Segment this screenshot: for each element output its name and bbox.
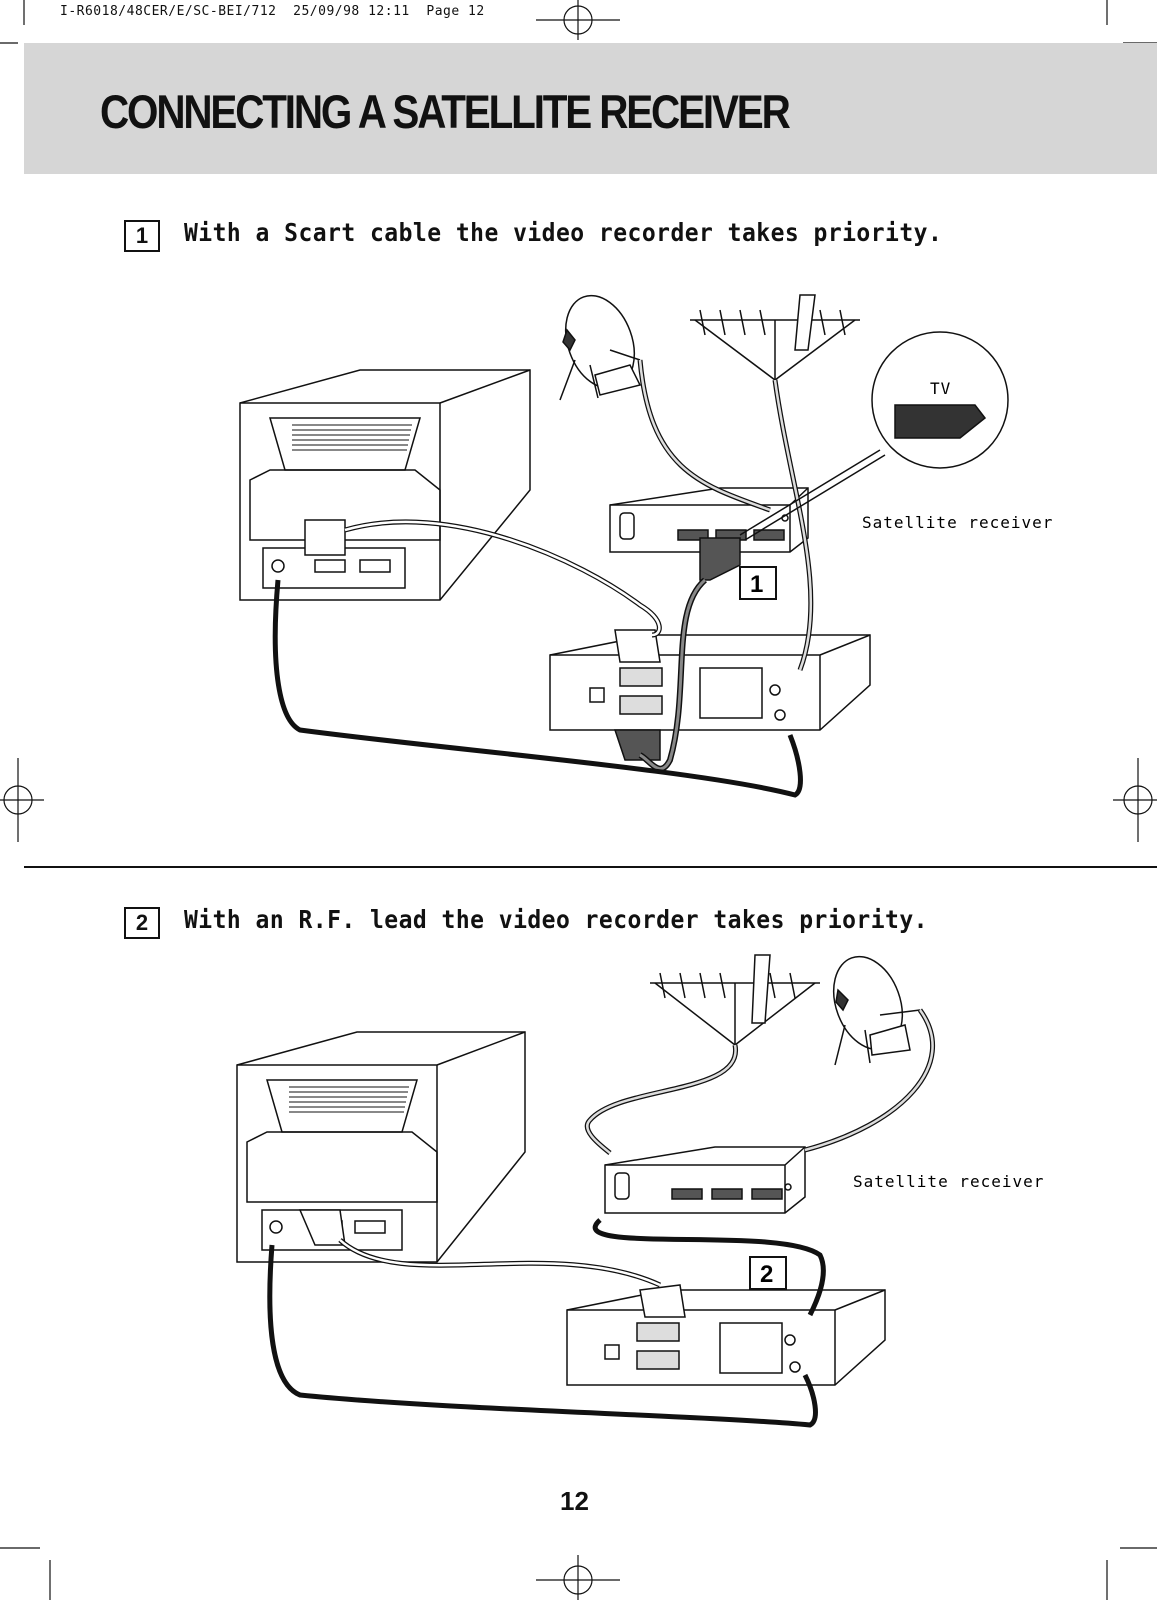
step-1-heading: With a Scart cable the video recorder ta… (184, 218, 943, 247)
page-title: CONNECTING A SATELLITE RECEIVER (100, 85, 791, 138)
step-2-badge: 2 (124, 907, 160, 939)
title-banner (24, 43, 1157, 174)
cable-marker-2: 2 (760, 1261, 773, 1288)
step-2-heading: With an R.F. lead the video recorder tak… (184, 905, 928, 934)
video-recorder-illustration (549, 634, 871, 731)
video-recorder-illustration (566, 1289, 886, 1386)
satellite-dish-illustration (559, 294, 642, 401)
tv-set-illustration (239, 369, 531, 601)
scart-connection-diagram: TV Satellite receiver 1 (239, 294, 1053, 798)
tv-callout-label: TV (930, 379, 951, 398)
page-number: 12 (560, 1486, 589, 1516)
tv-aerial-illustration (690, 294, 860, 381)
cable-marker-1: 1 (750, 571, 763, 598)
tv-set-illustration (236, 1031, 526, 1263)
rf-connection-diagram: Satellite receiver 2 (236, 954, 1044, 1428)
tv-aerial-illustration (650, 954, 820, 1046)
satellite-receiver-illustration (604, 1146, 806, 1214)
satellite-dish-illustration (832, 955, 921, 1066)
satellite-receiver-label: Satellite receiver (862, 513, 1053, 532)
satellite-receiver-label: Satellite receiver (853, 1172, 1044, 1191)
section-divider (24, 866, 1157, 868)
print-slug: I-R6018/48CER/E/SC-BEI/712 25/09/98 12:1… (60, 4, 485, 19)
step-1-badge: 1 (124, 220, 160, 252)
